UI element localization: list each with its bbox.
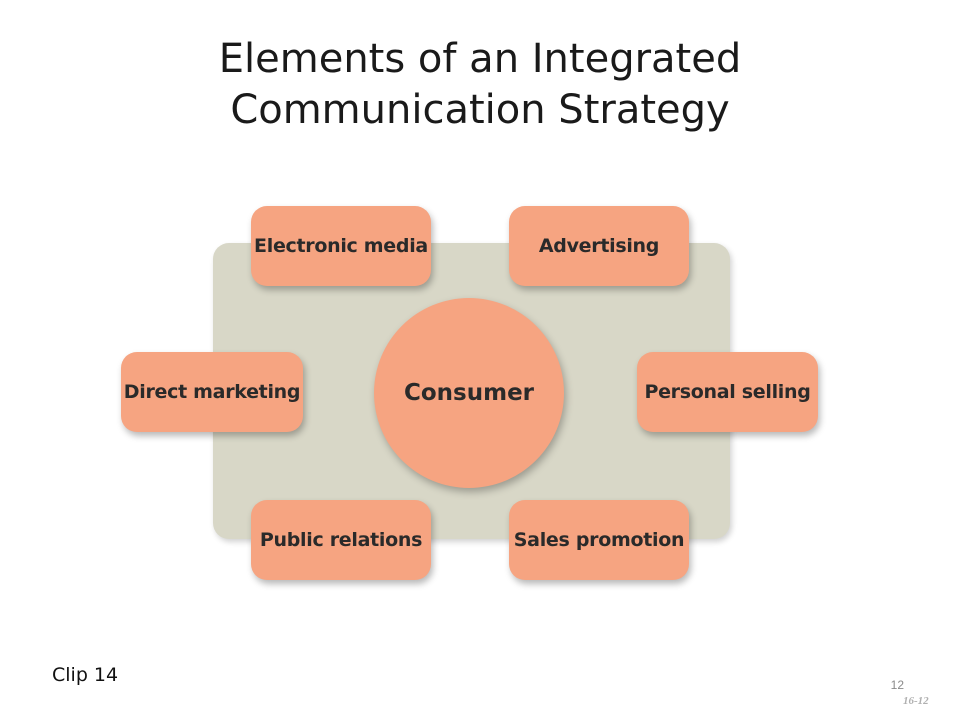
element-public-relations: Public relations: [251, 500, 431, 580]
element-electronic-media: Electronic media: [251, 206, 431, 286]
element-advertising: Advertising: [509, 206, 689, 286]
slide-title: Elements of an Integrated Communication …: [0, 34, 960, 136]
slide-number: 12: [890, 678, 904, 692]
element-personal-selling: Personal selling: [637, 352, 818, 432]
consumer-circle: Consumer: [374, 298, 564, 488]
element-direct-marketing: Direct marketing: [121, 352, 303, 432]
slide-title-line-1: Elements of an Integrated: [218, 36, 742, 82]
element-sales-promotion: Sales promotion: [509, 500, 689, 580]
clip-caption: Clip 14: [52, 664, 119, 686]
slide-title-line-2: Communication Strategy: [230, 87, 730, 134]
figure-reference: 16-12: [903, 695, 929, 707]
